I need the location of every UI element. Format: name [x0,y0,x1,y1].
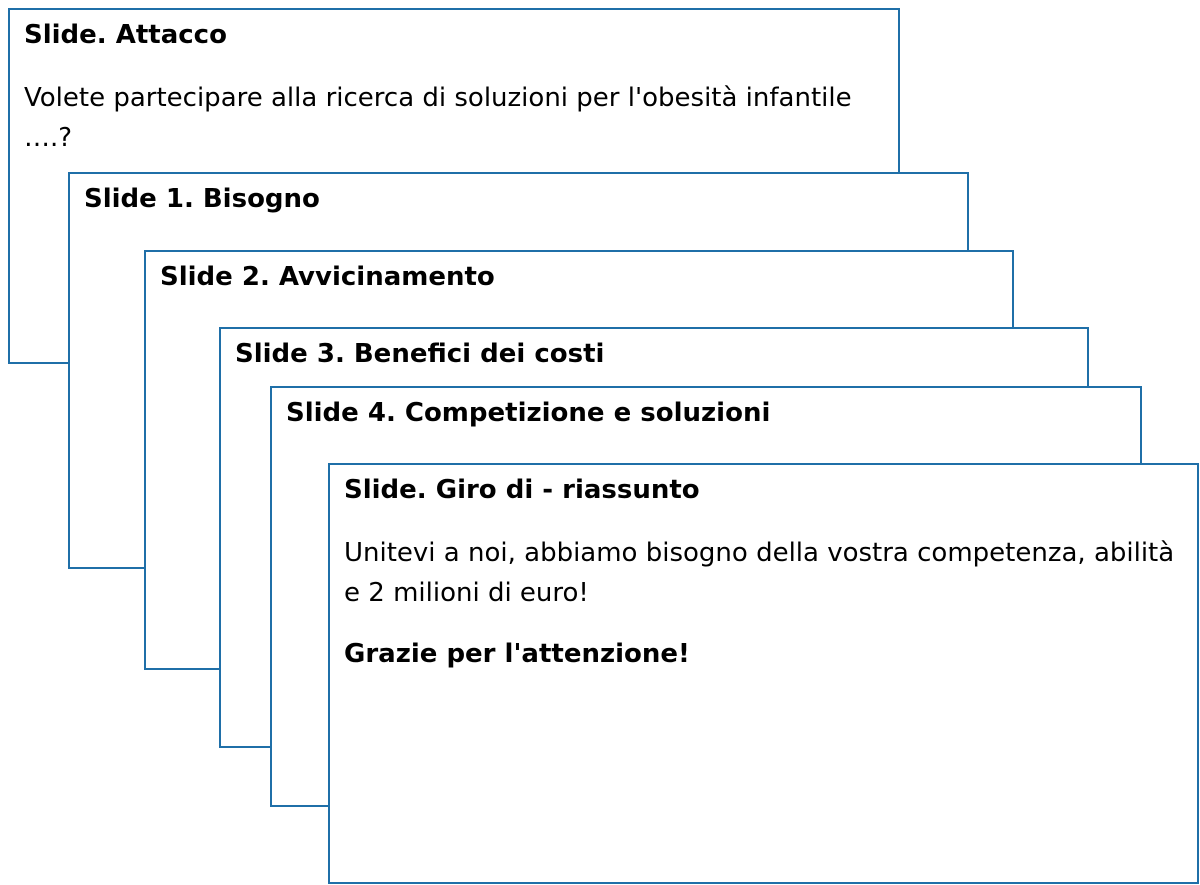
slide-title: Slide 3. Benefici dei costi [235,339,605,369]
slide-body-text: Volete partecipare alla ricerca di soluz… [24,83,852,153]
slide-title: Slide. Giro di - riassunto [344,475,700,505]
slide-title: Slide. Attacco [24,20,227,50]
slide-card-riassunto: Slide. Giro di - riassunto Unitevi a noi… [328,463,1199,884]
slide-title: Slide 2. Avvicinamento [160,262,495,292]
slide-closing-text: Grazie per l'attenzione! [344,639,690,669]
slide-title: Slide 4. Competizione e soluzioni [286,398,771,428]
slide-title: Slide 1. Bisogno [84,184,320,214]
slide-body-text: Unitevi a noi, abbiamo bisogno della vos… [344,538,1175,608]
